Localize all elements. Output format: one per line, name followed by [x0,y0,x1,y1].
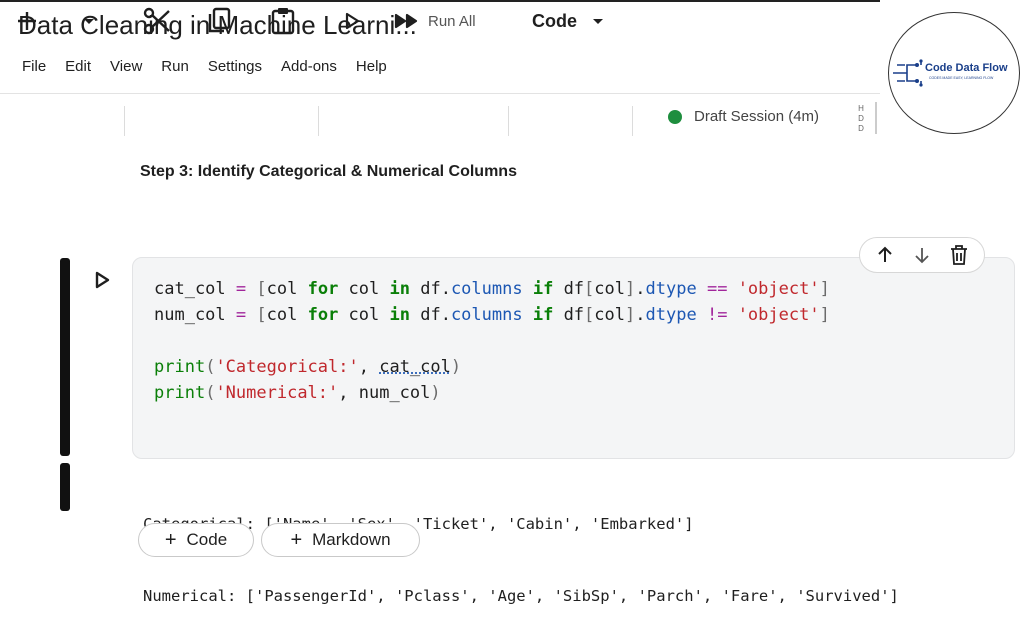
circuit-icon [893,59,923,87]
menu-edit[interactable]: Edit [65,58,92,75]
logo: Code Data Flow CODES MADE EASY, LEARNING… [888,12,1020,134]
code-line: print('Numerical:', num_col) [154,383,441,403]
plus-icon: + [290,528,303,551]
output-line: Numerical: ['PassengerId', 'Pclass', 'Ag… [143,587,899,605]
toolbar-divider [318,106,319,136]
cell-type-label: Code [532,10,577,31]
output-line: Categorical: ['Name', 'Sex', 'Ticket', '… [143,515,694,533]
add-code-cell-button[interactable]: + Code [138,523,254,557]
menu-bar: File Edit View Run Settings Add-ons Help [22,58,406,75]
delete-cell-button[interactable] [945,241,973,269]
menu-divider [0,93,880,94]
move-cell-down-button[interactable] [908,241,936,269]
markdown-cell-text[interactable]: Step 3: Identify Categorical & Numerical… [140,163,517,180]
arrow-down-icon [915,248,929,264]
cell-actions-toolbar [859,237,985,273]
menu-help[interactable]: Help [355,58,387,75]
top-border [0,0,880,2]
logo-tagline: CODES MADE EASY, LEARNING FLOW [929,76,994,80]
run-all-button[interactable]: Run All [394,0,494,42]
code-line: print('Categorical:', cat_col) [154,357,462,377]
menu-add-ons[interactable]: Add-ons [281,58,337,75]
menu-run[interactable]: Run [161,58,189,75]
active-cell-indicator [60,258,70,456]
menu-settings[interactable]: Settings [207,58,263,75]
clipboard-icon [271,8,295,35]
run-all-label: Run All [428,12,476,30]
menu-view[interactable]: View [110,58,143,75]
arrow-up-icon [877,246,892,262]
add-cell-button[interactable] [12,0,42,42]
play-icon [345,12,360,30]
code-line: cat_col = [col for col in df.columns if … [154,279,830,299]
chevron-down-icon [84,19,94,24]
run-cell-button[interactable] [338,0,366,42]
move-cell-up-button[interactable] [871,241,899,269]
toolbar-end-divider [875,102,877,134]
paste-button[interactable] [266,0,300,42]
fast-forward-icon [394,13,418,29]
session-status[interactable]: Draft Session (4m) [668,108,819,125]
cut-button[interactable] [140,0,174,42]
add-cell-dropdown[interactable] [76,0,102,42]
code-editor[interactable] [132,257,1015,459]
cell-output: Categorical: ['Name', 'Sex', 'Ticket', '… [143,464,899,632]
chevron-down-icon [593,19,603,24]
add-code-label: Code [186,530,228,549]
trash-icon [951,245,968,265]
code-line [154,328,830,354]
toolbar-divider [124,106,125,136]
add-markdown-cell-button[interactable]: + Markdown [261,523,420,557]
scissors-icon [143,7,170,35]
logo-text: Code Data Flow [925,62,1008,74]
toolbar-divider [632,106,633,136]
copy-button[interactable] [202,0,236,42]
session-status-dot [668,109,682,124]
cell-type-select[interactable]: Code [532,0,612,42]
menu-file[interactable]: File [22,58,47,75]
add-markdown-label: Markdown [312,530,391,549]
output-indicator [60,463,70,511]
copy-icon [208,7,231,33]
play-icon [95,271,110,289]
toolbar-divider [508,106,509,136]
plus-icon: + [164,528,177,551]
code-line: num_col = [col for col in df.columns if … [154,305,830,325]
code-content[interactable]: cat_col = [col for col in df.columns if … [154,276,830,406]
session-label: Draft Session (4m) [694,108,820,125]
plus-icon [18,12,36,30]
run-cell-inline-button[interactable] [90,268,114,292]
